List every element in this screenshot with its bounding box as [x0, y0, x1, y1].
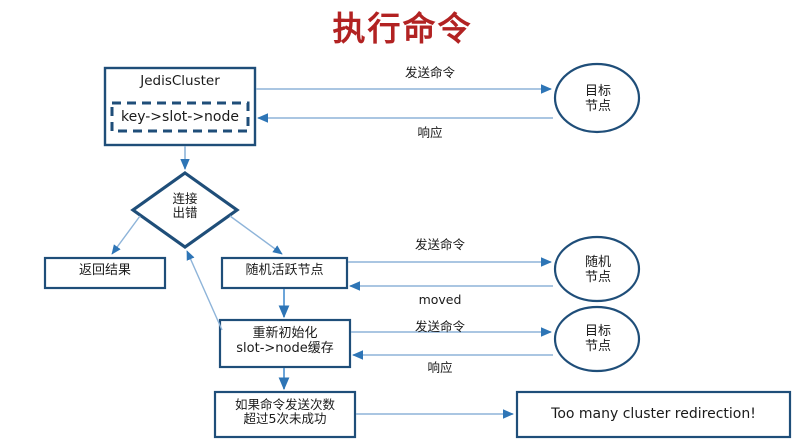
node-decision-connection-error[interactable]: [130, 171, 240, 249]
edge-label-response-1: 响应: [417, 125, 443, 140]
node-random-node[interactable]: [553, 235, 641, 303]
node-target-node-bottom[interactable]: [553, 305, 641, 373]
edge-decision-to-return: [111, 215, 141, 255]
node-too-many-redirection[interactable]: [515, 390, 792, 439]
node-target-node-top[interactable]: [553, 62, 641, 134]
node-retry-limit[interactable]: [213, 390, 357, 439]
node-jedis-cluster-inner-cache: [110, 101, 250, 133]
node-return-result[interactable]: [43, 256, 167, 290]
edge-label-response-3: 响应: [427, 360, 453, 375]
node-random-active-node[interactable]: [220, 256, 349, 290]
node-reinit-cache[interactable]: [218, 318, 352, 369]
page-title: 执行命令: [332, 9, 473, 48]
edge-label-send-command-3: 发送命令: [414, 319, 465, 334]
edge-label-send-command-2: 发送命令: [414, 237, 465, 252]
node-jedis-cluster[interactable]: [103, 66, 257, 147]
edge-decision-to-random-active: [229, 215, 283, 255]
edge-label-moved: moved: [418, 292, 462, 307]
edge-reinit-to-decision: [186, 250, 223, 331]
edge-label-send-command-1: 发送命令: [404, 65, 455, 80]
